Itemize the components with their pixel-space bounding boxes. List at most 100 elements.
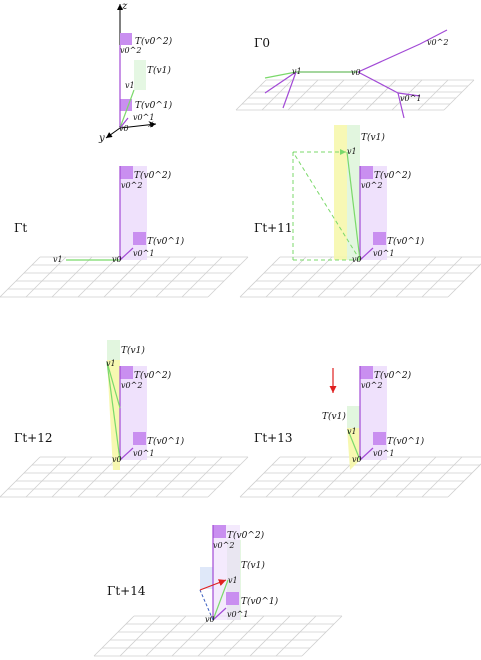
grid-line [77,256,119,298]
grid-line [181,256,223,298]
grid-line [287,79,319,111]
panel-title: Γ0 [254,36,270,50]
label-v0: v0 [112,255,122,264]
grid-line [417,79,449,111]
grid-line [249,615,291,657]
grid-line [103,456,145,498]
grid-line [301,615,343,657]
edge-v0-v1 [212,579,229,621]
label-T-v01: T(v0^1) [147,236,185,247]
panel-gamma-t12: Γt+12 T(v1) v1 T(v0^2) v0^2 T(v0^1) v0^1… [14,340,185,470]
panel-axes: z x y T(v0^2) v0^2 T(v1) v1 T(v0^1) v0^1… [98,1,173,144]
ground-grid [0,256,249,298]
label-v01: v0^1 [400,94,421,103]
label-T-v1: T(v1) [322,411,346,422]
label-v0: v0 [205,615,215,624]
label-v0: v0 [119,124,129,133]
label-T-v01: T(v0^1) [147,436,185,447]
grid-line [235,79,267,111]
t-v01-square [373,432,386,445]
label-v01: v0^1 [133,449,154,458]
label-v0: v0 [352,255,362,264]
label-v02: v0^2 [361,381,382,390]
tube-yellow [347,428,360,470]
panel-title: Γt+13 [254,431,292,445]
edge-v0-v01 [119,247,134,261]
t-v02-square [213,525,226,538]
grid-line [239,456,281,498]
grid-line [447,463,481,498]
label-v01: v0^1 [227,610,248,619]
ground-grid [239,256,481,298]
purple-edge-branch [397,92,421,97]
t-v1-box [134,60,146,90]
ground-grid [0,456,249,498]
grid-line [51,456,93,498]
label-v02: v0^2 [121,381,142,390]
panel-title: Γt [14,221,27,235]
grid-line [317,256,359,298]
grid-line [181,456,223,498]
edge-v0-v01 [119,117,129,129]
t-v02-square [120,166,133,179]
grid-line [129,456,171,498]
grid-line [207,456,249,498]
tube-green [347,406,360,428]
t-v01-square [133,232,146,245]
label-v1: v1 [106,359,116,368]
label-v0: v0 [352,455,362,464]
grid-line [313,79,345,111]
t-v02-square [120,366,133,379]
grid-line [0,256,41,298]
grid-line [343,456,385,498]
label-v01: v0^1 [373,449,394,458]
grid-line [339,79,371,111]
t-v01-square [133,432,146,445]
label-T-v02: T(v0^2) [374,370,412,381]
label-T-v02: T(v0^2) [227,530,265,541]
label-v1: v1 [292,67,302,76]
grid-line [391,79,423,111]
label-T-v1: T(v1) [147,65,171,76]
panel-title: Γt+12 [14,431,52,445]
label-v1: v1 [228,576,238,585]
edge-v0-v01 [359,447,374,461]
grid-line [51,256,93,298]
grid-line [197,615,239,657]
label-T-v02: T(v0^2) [374,170,412,181]
ground-grid [93,615,343,657]
label-v02: v0^2 [120,46,141,55]
label-T-v02: T(v0^2) [134,170,172,181]
t-v02-square [360,366,373,379]
grid-line [223,615,265,657]
grid-line [261,79,293,111]
y-axis-label: y [98,133,105,144]
grid-line [365,79,397,111]
purple-edge-down [282,71,297,109]
label-v1: v1 [125,81,135,90]
t-v01-square [373,232,386,245]
edge-v0-v01 [359,247,374,261]
x-axis-label: x [148,119,154,130]
grid-line [395,456,437,498]
panel-gamma-0: Γ0 v1 v0 v0^2 v0^1 [254,29,448,119]
edge-v0-v1 [347,429,361,461]
green-edge-left [264,71,297,79]
grid-line [207,256,249,298]
ground-grid [235,79,475,111]
grid-line [25,456,67,498]
label-v02: v0^2 [213,541,234,550]
grid-line [155,456,197,498]
grid-line [275,615,317,657]
grid-line [421,256,463,298]
grid-line [265,456,307,498]
edge-v0-v1 [106,361,121,461]
panel-title: Γt+11 [254,221,292,235]
label-v0: v0 [351,68,361,77]
grid-line [369,256,411,298]
grid-line [265,256,307,298]
label-v01: v0^1 [133,113,154,122]
panel-gamma-t13: Γt+13 T(v1) v1 T(v0^2) v0^2 T(v0^1) v0^1… [254,366,425,470]
grid-line [145,615,187,657]
